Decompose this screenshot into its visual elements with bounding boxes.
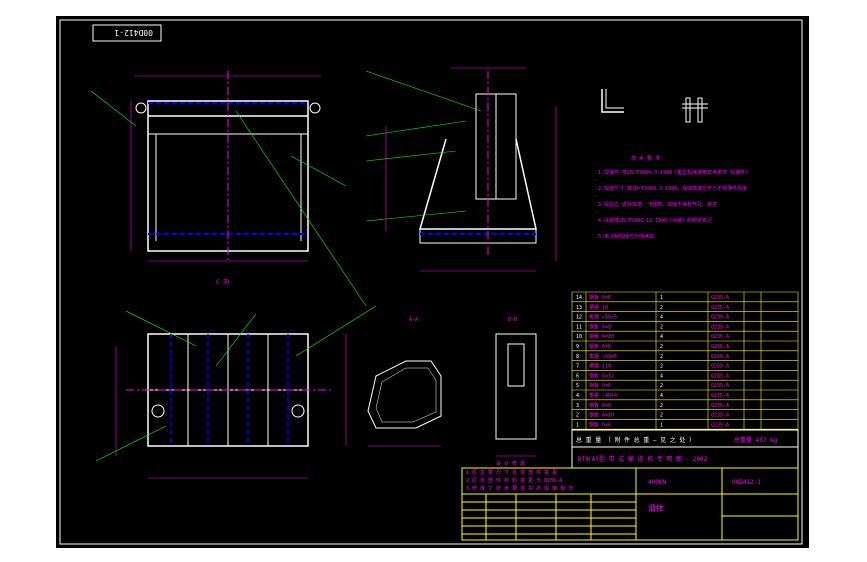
parts-row-material: Q235-A: [711, 403, 729, 409]
parts-row-name: 槽钢 [8: [589, 304, 608, 311]
parts-row-no: 11: [576, 324, 582, 330]
section-a-a: A-A: [367, 317, 442, 447]
parts-row-name: 角钢 ∠50×5: [589, 314, 617, 321]
revision-header: 设 计 修 改: [496, 460, 525, 467]
parts-row-qty: 1: [660, 295, 663, 301]
parts-row-name: 钢板 δ=6: [589, 421, 611, 428]
parts-row-material: Q235-A: [711, 324, 729, 330]
revision-row: 2.原 零 部 件 材 料 变 更 为 Q235-A: [466, 477, 562, 484]
revision-row: 3.修 改 了 技 术 要 求 中 的 焊 接 规 范: [466, 485, 573, 492]
parts-row-material: Q235-A: [711, 413, 729, 419]
parts-row-qty: 4: [660, 373, 663, 379]
section-b-b: B-B: [495, 317, 537, 457]
parts-row-no: 12: [576, 315, 582, 321]
parts-row-qty: 2: [660, 305, 663, 311]
series-title: DTⅡ(A)型 带 式 输 送 机 专 用 图 - 2002: [578, 455, 708, 463]
parts-row-name: 钢板 δ=6: [589, 343, 611, 350]
parts-row-no: 8: [576, 354, 579, 360]
parts-row-no: 14: [576, 295, 582, 301]
parts-row-name: 钢板 δ=10: [589, 333, 614, 340]
parts-row-material: Q235-A: [711, 383, 729, 389]
tech-req-line: 4.涂装按JB/T5000.12-1998《涂装》的规定执行: [598, 217, 712, 224]
tech-req-line: 3.焊后应 去除焊渣、飞溅物，焊缝不得有气孔、夹渣: [598, 201, 717, 208]
parts-row-no: 10: [576, 334, 582, 340]
weight-row-right: 总重量 457 kg: [734, 436, 778, 444]
tech-req-line: 1.焊接件 按JB/T5000.3-1998《重型机械通用技术条件 焊接件》: [598, 169, 750, 176]
code-stamp-text: 00D412-1: [114, 28, 153, 37]
parts-row-no: 1: [576, 422, 579, 428]
parts-row-material: Q235-A: [711, 393, 729, 399]
parts-row-qty: 2: [660, 344, 663, 350]
parts-row-material: Q235-A: [711, 422, 729, 428]
plan-view: [95, 305, 377, 479]
technical-requirements: 技 术 要 求 1.焊接件 按JB/T5000.3-1998《重型机械通用技术条…: [598, 155, 750, 240]
parts-row-name: 槽钢 [10: [589, 363, 611, 370]
drawing-frame: [59, 19, 803, 545]
parts-row-material: Q235-A: [711, 315, 729, 321]
title-drawing-no: 00D412-1: [732, 479, 761, 486]
parts-row-no: 3: [576, 403, 579, 409]
front-view: C 向: [90, 71, 367, 307]
cad-viewport[interactable]: 00D412-1 C 向: [56, 16, 809, 548]
cad-drawing: 00D412-1 C 向: [59, 19, 803, 545]
parts-row-no: 13: [576, 305, 582, 311]
side-view: [365, 67, 557, 272]
parts-row-material: Q235-A: [711, 295, 729, 301]
section-a-label: A-A: [409, 317, 418, 323]
parts-row-qty: 2: [660, 403, 663, 409]
tech-req-line: 2.焊缝尺寸 按JB/T5000.3-1998，焊缝高度应不小于较薄件厚度: [598, 185, 747, 192]
parts-row-qty: 2: [660, 324, 663, 330]
tech-req-title: 技 术 要 求: [631, 155, 660, 162]
parts-row-material: Q235-A: [711, 344, 729, 350]
parts-row-no: 4: [576, 393, 579, 399]
parts-row-name: 角钢 ∠40×4: [589, 392, 617, 399]
parts-row-material: Q235-A: [711, 373, 729, 379]
parts-row-qty: 2: [660, 413, 663, 419]
parts-row-material: Q235-A: [711, 354, 729, 360]
title-size: 400KN: [648, 479, 666, 486]
parts-row-no: 5: [576, 383, 579, 389]
parts-row-name: 钢板 δ=8: [589, 402, 611, 409]
parts-row-name: 角钢 ∠63×6: [589, 353, 617, 360]
tech-req-line: 5.未注明焊缝均为连续焊: [598, 233, 654, 240]
parts-row-no: 9: [576, 344, 579, 350]
parts-row-qty: 4: [660, 334, 663, 340]
title-block: 总 重 量 （ 附 件 总 重 — 见 之 处 ） 总重量 457 kg DTⅡ…: [461, 429, 799, 541]
parts-row-material: Q235-A: [711, 305, 729, 311]
revision-row: 1.原 主 要 尺 寸 及 零 部 件 变 更: [466, 469, 557, 476]
parts-row-name: 钢板 δ=12: [589, 372, 614, 379]
parts-row-material: Q235-A: [711, 334, 729, 340]
section-b-label: B-B: [508, 317, 517, 323]
parts-row-name: 钢板 δ=6: [589, 294, 611, 301]
parts-row-qty: 2: [660, 383, 663, 389]
code-stamp-box: [92, 24, 162, 42]
parts-row-name: 钢板 δ=8: [589, 323, 611, 330]
parts-row-qty: 2: [660, 354, 663, 360]
parts-row-qty: 1: [660, 422, 663, 428]
parts-row-qty: 2: [660, 364, 663, 370]
parts-row-name: 钢板 δ=10: [589, 412, 614, 419]
parts-row-no: 2: [576, 413, 579, 419]
weight-row-left: 总 重 量 （ 附 件 总 重 — 见 之 处 ）: [576, 436, 695, 444]
parts-row-qty: 4: [660, 315, 663, 321]
parts-row-no: 7: [576, 364, 579, 370]
parts-row-qty: 4: [660, 393, 663, 399]
view-label-c: C 向: [216, 278, 229, 286]
title-part-name: 滑体: [648, 503, 664, 513]
parts-row-no: 6: [576, 373, 579, 379]
detail-sections: [601, 89, 708, 123]
parts-row-material: Q235-A: [711, 364, 729, 370]
parts-row-name: 钢板 δ=6: [589, 382, 611, 389]
